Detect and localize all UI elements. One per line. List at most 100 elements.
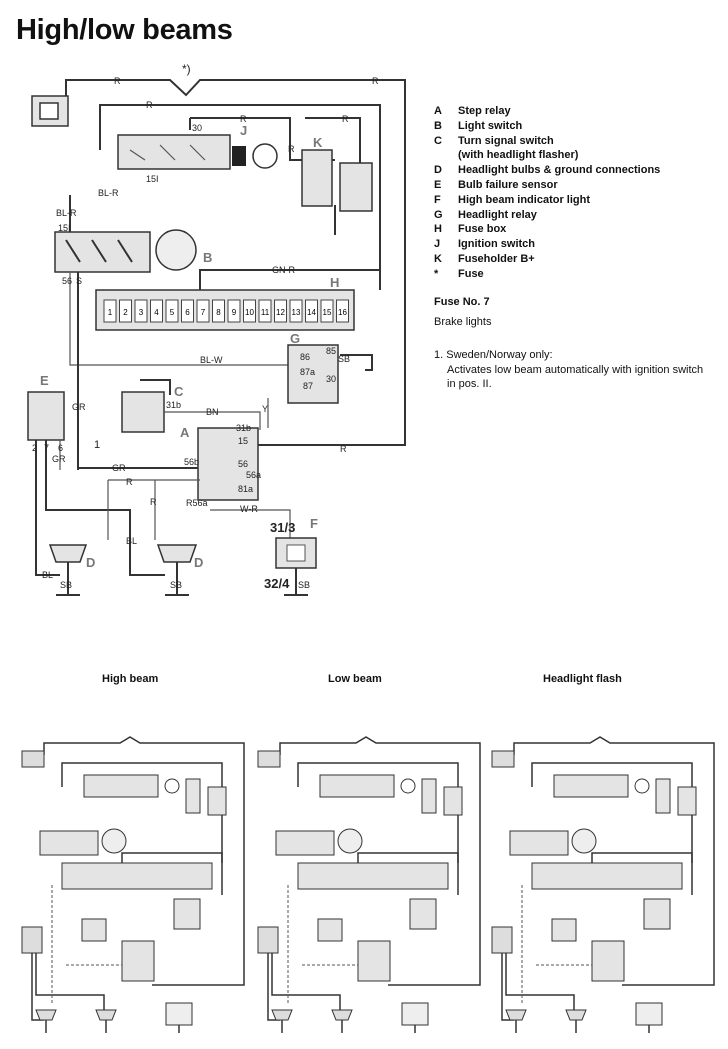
connector-socket [39,102,59,120]
fuse-slot [258,299,272,323]
wire-label-gr-2: GR [52,454,66,464]
label-b: B [203,250,212,265]
label-j: J [240,123,247,138]
panel-title-high-beam: High beam [102,673,159,685]
wire-label-r-8: R [126,477,133,487]
terminal-sb-right: SB [170,580,182,590]
legend-key: J [434,238,441,251]
terminal-15i: 15I [58,223,71,233]
ground-left [56,562,80,596]
fuse-slot [103,299,117,323]
legend-row: D Headlight bulbs & ground connections [434,163,660,178]
fuse-title: Fuse No. 7 [434,296,490,308]
legend-row: *Fuse [434,267,660,282]
legend-key: D [434,164,442,177]
wire-label-gr-3: GR [112,463,126,473]
fuse-slot [289,299,303,323]
turn-signal-switch-c [121,391,165,433]
legend-text: Ignition switch [458,238,535,251]
legend-key: C [434,134,442,147]
light-switch-b [54,231,151,273]
label-d-right: D [194,555,203,570]
terminal-r56a: R56a [186,498,208,508]
legend-key: B [434,119,442,132]
wire-relay-sb [340,354,373,371]
wire-label-r-2: R [372,76,379,86]
fuse-number: 3 [139,308,144,317]
label-c: C [174,384,184,399]
fuse-slot [196,299,210,323]
terminal-85: 85 [326,346,336,356]
fuse-number: 16 [338,308,347,317]
indicator-bottom-code: 32/4 [264,576,290,591]
fuse-slot [212,299,225,323]
legend-text: Light switch [458,119,523,132]
label-a: A [180,425,190,440]
legend-key: H [434,223,442,236]
ignition-key-block [232,146,246,166]
wire-label-bl-2: BL [42,570,53,580]
indicator-top-code: 31/3 [270,520,295,535]
label-h: H [330,275,339,290]
legend-key: G [434,208,443,221]
legend-text: Turn signal switch [458,134,554,147]
headlight-bulb-right [156,544,198,563]
wire-label-bl-r-1: BL-R [98,188,119,198]
fuse-number: 6 [185,308,190,317]
terminal-30-top: 30 [192,123,202,133]
wire-label-r-7: R [340,444,347,454]
terminal-1: 1 [94,439,100,451]
mini-diagram-1 [257,736,481,1033]
label-d-left: D [86,555,95,570]
legend-key: * [434,267,439,280]
wire-label-bn: BN [206,407,219,417]
legend-text: Headlight bulbs & ground connections [458,164,661,177]
wire-label-w-r: W-R [240,504,258,514]
light-switch-contacts [65,239,133,263]
legend-key: F [434,193,441,206]
wire-label-r-6: R [288,144,295,154]
light-switch-knob [155,229,197,271]
wire-bn [164,411,261,430]
headlight-bulb-left [48,544,88,563]
fuse-slot [181,299,194,323]
terminal-86: 86 [300,352,310,362]
footnote: 1. Sweden/Norway only: Activates low bea… [434,348,714,392]
wire-bl-w [69,272,290,366]
turn-signal-switch-box [117,134,231,170]
legend-key: E [434,178,442,191]
wire-r-second [99,104,381,290]
terminal-87: 87 [303,381,313,391]
wire-label-gn-r: GN-R [272,265,295,275]
wire-label-bl-1: BL [126,536,137,546]
ground-indicator [284,568,308,596]
legend-key: A [434,105,442,117]
panel-title-low-beam: Low beam [328,673,382,685]
fuse-number: 1 [108,308,113,317]
indicator-lamp [286,544,306,562]
label-f: F [310,516,318,531]
fuse-slot [305,299,318,323]
bulb-pin-7: 7 [44,443,49,453]
wire-gn-r [199,269,381,290]
legend-row: E Bulb failure sensor [434,178,660,193]
fuse-slot [150,299,163,323]
fuse-number: 12 [276,308,285,317]
bulb-pin-6: 6 [58,443,63,453]
bulb-pin-2: 2 [32,443,37,453]
legend-text: Bulb failure sensor [458,178,558,191]
fuse-number: 14 [307,308,316,317]
fuse-number: 10 [245,308,254,317]
wire-label-y: Y [262,404,268,414]
fuseholder-k [301,149,333,207]
legend-row: B Light switch [434,119,660,134]
wire-e-left [35,440,60,576]
mini-diagram-2 [491,736,715,1033]
